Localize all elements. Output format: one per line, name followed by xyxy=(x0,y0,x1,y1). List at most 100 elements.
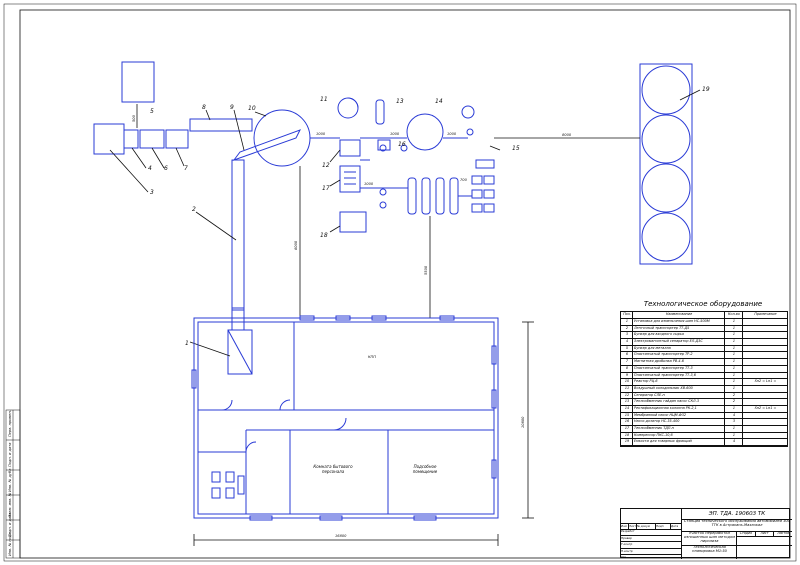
equipment-table-cell xyxy=(743,339,787,345)
position-label: 13 xyxy=(396,98,404,105)
equipment-table-title: Технологическое оборудование xyxy=(643,300,763,308)
equipment-table-cell: Бункер для входного сырья xyxy=(633,332,725,339)
position-label: 8 xyxy=(202,104,206,111)
process-scheme xyxy=(93,61,693,375)
margin-stamp-label: Подп. и дата xyxy=(8,513,12,537)
role-row: Разработ xyxy=(621,529,681,536)
equipment-table-cell: Сепаратор СЛЕ-н xyxy=(633,392,725,399)
equipment-table-cell: 3 xyxy=(621,332,633,339)
equipment-table-cell: 2 xyxy=(725,399,743,405)
margin-stamp-label: Инв. № подл xyxy=(8,532,12,556)
margin-stamp: Инв. № подл Подп. и дата Взам. инв. № Ин… xyxy=(5,409,21,559)
position-label: 6 xyxy=(164,165,168,172)
sheet-frame xyxy=(19,9,791,559)
plate-conveyor-8 xyxy=(189,118,253,132)
equipment-table-cell xyxy=(743,433,787,439)
equipment-table-cell: Реактор РЦ-6 xyxy=(633,379,725,385)
equipment-table-cell: Насос-дозатор НС-35-400 xyxy=(633,419,725,425)
dimension-value: 1000 xyxy=(316,132,326,136)
equipment-table-cell: 1 xyxy=(621,319,633,325)
revision-columns: Изм Лист № докум Подп Дата xyxy=(621,523,681,530)
room-label-lounge: Комната бытового персонала xyxy=(313,464,353,474)
equipment-table-cell: 11 xyxy=(621,385,633,392)
revision-column: Дата xyxy=(671,524,679,528)
dimension-value: 6000 xyxy=(294,240,298,250)
equipment-table-cell xyxy=(743,346,787,352)
revision-column: Лист xyxy=(629,524,637,529)
stage-cells: Стадия Лист Листов xyxy=(736,531,793,546)
position-label: 12 xyxy=(322,162,330,169)
equipment-table-cell: 1 xyxy=(725,339,743,345)
dimension-value: 500 xyxy=(132,114,136,122)
equipment-table-cell xyxy=(743,419,787,425)
equipment-table-cell: 5 xyxy=(621,345,633,352)
compressor xyxy=(339,211,367,233)
equipment-table-cell: Емкости для товарных фракций xyxy=(633,439,725,446)
position-label: 7 xyxy=(184,165,188,172)
equipment-table-cell: 4 xyxy=(725,412,743,419)
equipment-table-cell: 1 xyxy=(725,345,743,352)
title-block: ЭП. ТДА. 190603 ТК Станция технического … xyxy=(620,508,793,559)
position-label: 11 xyxy=(320,96,328,103)
position-label: 18 xyxy=(320,232,328,239)
equipment-table-header-cell: Поз. xyxy=(621,312,633,318)
building-outer-wall xyxy=(193,317,499,519)
dimension-value: 1000 xyxy=(447,132,457,136)
position-label: 17 xyxy=(322,185,330,192)
position-label: 9 xyxy=(230,104,234,111)
position-label: 2 xyxy=(192,206,196,213)
equipment-table-cell: Ленточный транспортер ТТ-Д5 xyxy=(633,325,725,332)
position-label: 3 xyxy=(150,189,154,196)
position-label: 10 xyxy=(248,105,256,112)
role-row: Утв xyxy=(621,555,626,559)
dimension-value: 5500 xyxy=(424,265,428,275)
margin-stamp-label: Взам. инв. № xyxy=(8,492,12,517)
equipment-table-cell xyxy=(743,439,787,445)
dosing-pump xyxy=(377,139,391,151)
margin-stamp-label: Перв. примен. xyxy=(8,410,12,437)
equipment-table-cell: Компрессор ПКС-10,6 xyxy=(633,432,725,439)
equipment-table-cell: Пластинчатый транспортер ТТ-3,6 xyxy=(633,372,725,379)
plate-conveyor-9 xyxy=(232,129,302,162)
equipment-table-cell: 1 xyxy=(725,365,743,372)
equipment-table-cell: Бункер для металла xyxy=(633,345,725,352)
equipment-table-cell: 12 xyxy=(621,392,633,399)
equipment-table-cell xyxy=(743,426,787,432)
position-label: 5 xyxy=(150,108,154,115)
equipment-table-cell: 18 xyxy=(621,432,633,439)
equipment-table-cell: 7 xyxy=(621,359,633,365)
equipment-table-cell: 1 xyxy=(725,372,743,379)
equipment-table-cell: 1 xyxy=(725,379,743,385)
position-label: 4 xyxy=(148,165,152,172)
equipment-table-cell: Магнитная дробилка РВ-4-6 xyxy=(633,359,725,365)
equipment-table-cell: Ректификационная колонна РК-2,1 xyxy=(633,405,725,412)
stage-header: Листов xyxy=(774,531,793,537)
equipment-table-cell: 13 xyxy=(621,399,633,405)
equipment-table-header-cell: Кол-во xyxy=(725,312,743,318)
dimension-value: 10800 xyxy=(521,416,525,428)
position-labels: 1 2 3 4 5 6 7 8 9 10 11 12 13 14 15 16 1… xyxy=(109,86,710,357)
equipment-table-cell xyxy=(743,359,787,365)
equipment-table-cell: Sн2 = Lн1 = xyxy=(754,405,777,410)
equipment-table-cell: 1 xyxy=(725,426,743,432)
equipment-table-cell xyxy=(743,373,787,379)
equipment-table-cell xyxy=(743,326,787,332)
role-row: Н.контр xyxy=(621,549,681,555)
equipment-table-cell: 14 xyxy=(621,405,633,412)
dimension-lines xyxy=(136,104,640,546)
equipment-table-cell: 15 xyxy=(621,412,633,419)
equipment-table-cell: Теплообменник гайдин насос СКЛ-3 xyxy=(633,399,725,405)
equipment-table-cell: 1 xyxy=(725,352,743,359)
crusher-7 xyxy=(165,129,189,149)
equipment-table-cell: 8 xyxy=(621,365,633,372)
equipment-table-cell xyxy=(743,319,787,325)
